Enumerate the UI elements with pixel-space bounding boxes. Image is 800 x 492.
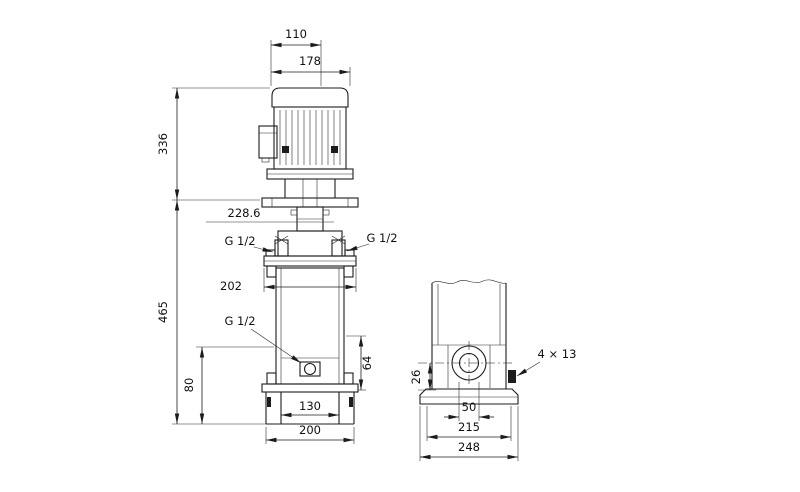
- front-view-motor: [258, 87, 359, 232]
- dim-200-label: 200: [299, 423, 321, 437]
- chamber-sleeve: [275, 267, 345, 385]
- front-view-chamber: [266, 265, 354, 385]
- dim-178-label: 178: [299, 54, 321, 68]
- dim-130-label: 130: [299, 399, 321, 413]
- stool-flange: [261, 197, 359, 208]
- base-plate: [261, 383, 359, 393]
- front-view-pump-head: [263, 230, 357, 267]
- front-view-dimensions: 110 178 336 465 80 64 228.6 G 1/2 G 1/2 …: [156, 27, 398, 444]
- port-g12-right-label: G 1/2: [366, 231, 397, 245]
- dim-215-label: 215: [458, 420, 480, 434]
- bolt-slots-label: 4 × 13: [538, 347, 577, 361]
- motor-bolt-right: [331, 146, 338, 153]
- side-view-dimensions: 26 4 × 13 50 215 248: [409, 347, 576, 461]
- fan-cover: [271, 87, 349, 108]
- dim-64-label: 64: [360, 356, 374, 371]
- dim-26-label: 26: [409, 370, 423, 385]
- motor-bolt-left: [282, 146, 289, 153]
- drain-plug-circle: [303, 362, 317, 376]
- dim-465-label: 465: [156, 301, 170, 323]
- front-view-base: [261, 383, 359, 425]
- port-g12-drain-label: G 1/2: [224, 314, 255, 328]
- bolt-slot: [508, 370, 516, 383]
- drain-plug: [299, 361, 321, 377]
- base-slot-left: [267, 397, 271, 407]
- gauge-port-right: [331, 239, 346, 257]
- dim-336-label: 336: [156, 133, 170, 155]
- dim-228-6-label: 228.6: [228, 206, 261, 220]
- cable-gland: [261, 157, 270, 163]
- side-view-body: [418, 279, 514, 389]
- dim-248-label: 248: [458, 440, 480, 454]
- gauge-port-left: [274, 239, 289, 257]
- dim-110-label: 110: [285, 27, 307, 41]
- dim-80-label: 80: [182, 378, 196, 393]
- base-profile: [419, 388, 519, 405]
- base-slot-right: [349, 397, 353, 407]
- dim-50-label: 50: [462, 400, 477, 414]
- port-g12-left-label: G 1/2: [224, 234, 255, 248]
- break-line: [431, 279, 507, 284]
- side-view-base: [419, 370, 519, 405]
- dim-202-label: 202: [220, 279, 242, 293]
